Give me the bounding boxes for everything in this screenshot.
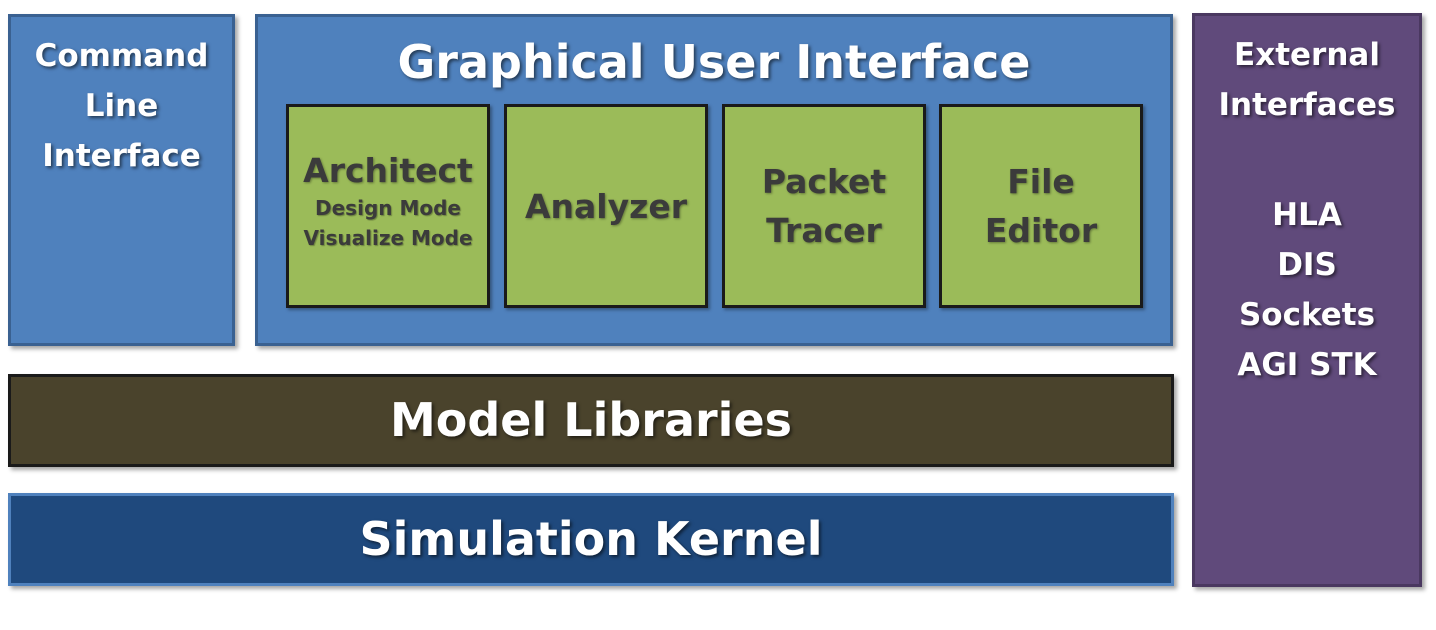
external-interfaces-list: HLA DIS Sockets AGI STK	[1195, 190, 1419, 390]
packet-tracer-title-line-1: Packet	[761, 162, 887, 201]
simulation-kernel-block: Simulation Kernel	[8, 493, 1174, 586]
external-item-agi-stk: AGI STK	[1237, 347, 1377, 383]
file-editor-title-line-2: Editor	[984, 211, 1098, 250]
external-interfaces-block: External Interfaces HLA DIS Sockets AGI …	[1192, 13, 1422, 587]
cli-label-line-1: Command	[34, 38, 209, 74]
gui-title: Graphical User Interface	[397, 35, 1031, 89]
packet-tracer-module: Packet Tracer	[722, 104, 926, 308]
external-title-line-1: External	[1234, 37, 1380, 73]
external-item-dis: DIS	[1277, 247, 1337, 283]
model-libraries-block: Model Libraries	[8, 374, 1174, 467]
simulation-kernel-label: Simulation Kernel	[359, 511, 823, 566]
analyzer-title: Analyzer	[525, 186, 687, 226]
architect-title: Architect	[303, 151, 473, 190]
external-interfaces-title: External Interfaces	[1195, 30, 1419, 130]
cli-label-line-3: Interface	[42, 138, 201, 174]
graphical-user-interface-block: Graphical User Interface Architect Desig…	[255, 14, 1173, 346]
command-line-interface-block: Command Line Interface	[8, 14, 235, 346]
analyzer-module: Analyzer	[504, 104, 708, 308]
architect-visualize-mode: Visualize Mode	[303, 226, 473, 250]
external-item-hla: HLA	[1272, 197, 1342, 233]
packet-tracer-title-line-2: Tracer	[766, 211, 882, 250]
external-item-sockets: Sockets	[1238, 297, 1376, 333]
file-editor-title-line-1: File	[1007, 162, 1075, 201]
model-libraries-label: Model Libraries	[389, 392, 793, 447]
file-editor-module: File Editor	[939, 104, 1143, 308]
command-line-interface-label: Command Line Interface	[11, 31, 232, 181]
architect-design-mode: Design Mode	[315, 196, 461, 220]
external-title-line-2: Interfaces	[1218, 87, 1396, 123]
cli-label-line-2: Line	[84, 88, 159, 124]
architect-module: Architect Design Mode Visualize Mode	[286, 104, 490, 308]
